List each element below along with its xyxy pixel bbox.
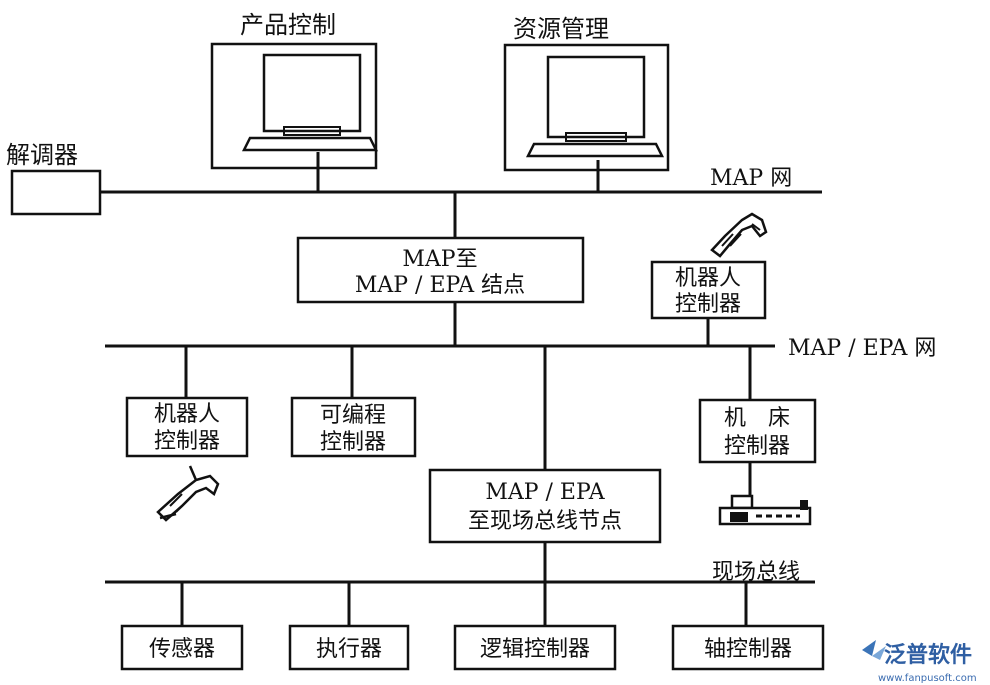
robot-controller-left-line2: 控制器 xyxy=(154,429,220,454)
watermark-brand: 泛普软件 xyxy=(884,642,972,668)
watermark: 泛普软件 www.fanpusoft.com xyxy=(862,640,977,684)
map-epa-fieldbus-node-line1: MAP / EPA xyxy=(485,480,605,505)
machine-tool-controller-line2: 控制器 xyxy=(724,434,790,459)
machine-tool-controller-line1: 机 床 xyxy=(724,406,790,431)
map-to-map-epa-node-line1: MAP至 xyxy=(402,247,477,272)
plc-line1: 可编程 xyxy=(320,403,386,428)
product-control-title: 产品控制 xyxy=(240,11,336,39)
map-network-bus xyxy=(100,152,822,238)
robot-arm-icon-left xyxy=(156,465,220,522)
logic-controller-box xyxy=(453,624,617,671)
axis-controller-label: 轴控制器 xyxy=(704,637,792,662)
map-network-label: MAP 网 xyxy=(710,166,792,191)
map-epa-network-label: MAP / EPA 网 xyxy=(788,336,936,361)
plc-line2: 控制器 xyxy=(320,430,386,455)
axis-controller-box xyxy=(671,624,825,671)
map-epa-network-bus xyxy=(105,302,775,470)
fanpu-logo-icon xyxy=(862,640,886,660)
fieldbus-label: 现场总线 xyxy=(712,560,800,585)
map-to-map-epa-node-box xyxy=(296,236,585,304)
actuator-box xyxy=(288,624,410,671)
resource-management-title: 资源管理 xyxy=(513,15,609,43)
robot-controller-left-box xyxy=(125,396,249,458)
modulator-box xyxy=(10,169,102,216)
robot-controller-left-line1: 机器人 xyxy=(154,402,220,427)
robot-controller-top-box xyxy=(650,260,767,320)
sensor-box xyxy=(120,624,244,671)
product-control-computer-icon xyxy=(210,42,379,170)
map-epa-fieldbus-node-line2: 至现场总线节点 xyxy=(468,509,622,534)
logic-controller-label: 逻辑控制器 xyxy=(480,637,590,662)
machine-tool-controller-box xyxy=(698,398,817,464)
actuator-label: 执行器 xyxy=(316,637,382,662)
robot-controller-top-line1: 机器人 xyxy=(675,266,741,291)
plc-box xyxy=(290,396,417,458)
fieldbus-bus xyxy=(105,542,815,626)
map-to-map-epa-node-line2: MAP / EPA 结点 xyxy=(355,273,525,298)
robot-controller-top-line2: 控制器 xyxy=(675,292,741,317)
robot-arm-icon-top xyxy=(710,212,768,258)
sensor-label: 传感器 xyxy=(149,637,215,662)
machine-tool-icon xyxy=(718,462,812,526)
watermark-url: www.fanpusoft.com xyxy=(878,673,977,684)
modulator-label: 解调器 xyxy=(6,141,78,169)
map-epa-fieldbus-node-box xyxy=(428,468,662,544)
resource-management-computer-icon xyxy=(503,43,670,172)
